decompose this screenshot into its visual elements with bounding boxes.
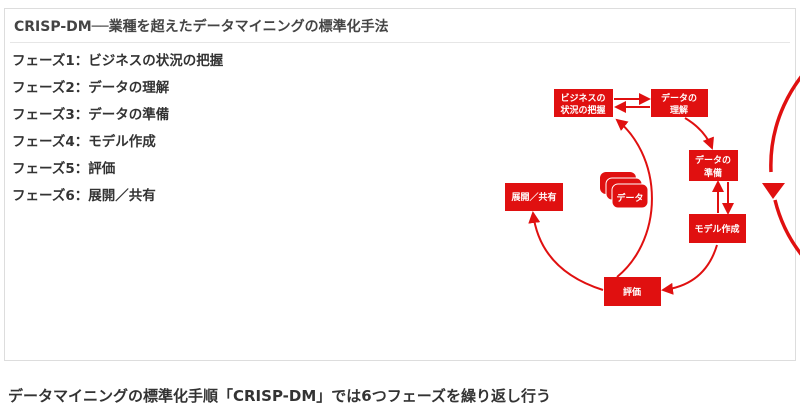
label-business-1: ビジネスの	[560, 92, 605, 104]
label-understand-2: 理解	[670, 104, 688, 116]
phase-list: フェーズ1：ビジネスの状況の把握 フェーズ2：データの理解 フェーズ3：データの…	[12, 51, 223, 213]
inner-cycle-arrow	[615, 118, 653, 278]
label-business-2: 状況の把握	[560, 104, 605, 116]
label-model: モデル作成	[694, 223, 739, 235]
label-data: データ	[616, 192, 643, 204]
box-deploy	[505, 183, 563, 211]
box-evaluate	[604, 277, 661, 306]
phase-item: フェーズ3：データの準備	[12, 107, 170, 123]
label-deploy: 展開／共有	[511, 191, 556, 203]
figure-frame	[4, 8, 796, 361]
box-prepare	[689, 150, 738, 181]
divider	[10, 42, 790, 43]
phase-item: フェーズ4：モデル作成	[12, 134, 156, 150]
label-prepare-1: データの	[695, 154, 731, 166]
outer-cycle	[769, 75, 800, 256]
cycle-arrowhead-icon	[762, 183, 785, 199]
phase-item: フェーズ1：ビジネスの状況の把握	[12, 53, 224, 69]
label-evaluate: 評価	[623, 286, 641, 298]
label-prepare-2: 準備	[704, 167, 722, 179]
phase-item: フェーズ5：評価	[12, 161, 116, 177]
box-model	[689, 214, 746, 243]
data-cylinder-icon	[600, 172, 649, 209]
figure-title: CRISP-DM──業種を超えたデータマイニングの標準化手法	[14, 19, 389, 35]
box-understand	[651, 89, 708, 117]
figure-caption: データマイニングの標準化手順「CRISP-DM」では6つフェーズを繰り返し行う	[8, 387, 551, 405]
phase-item: フェーズ2：データの理解	[12, 80, 170, 96]
phase-item: フェーズ6：展開／共有	[12, 188, 156, 204]
arrow-model-eval	[661, 244, 718, 295]
label-understand-1: データの	[661, 92, 697, 104]
arrow-eval-deploy	[528, 211, 604, 291]
box-business	[554, 89, 613, 117]
arrow-understand-prepare	[684, 117, 714, 150]
